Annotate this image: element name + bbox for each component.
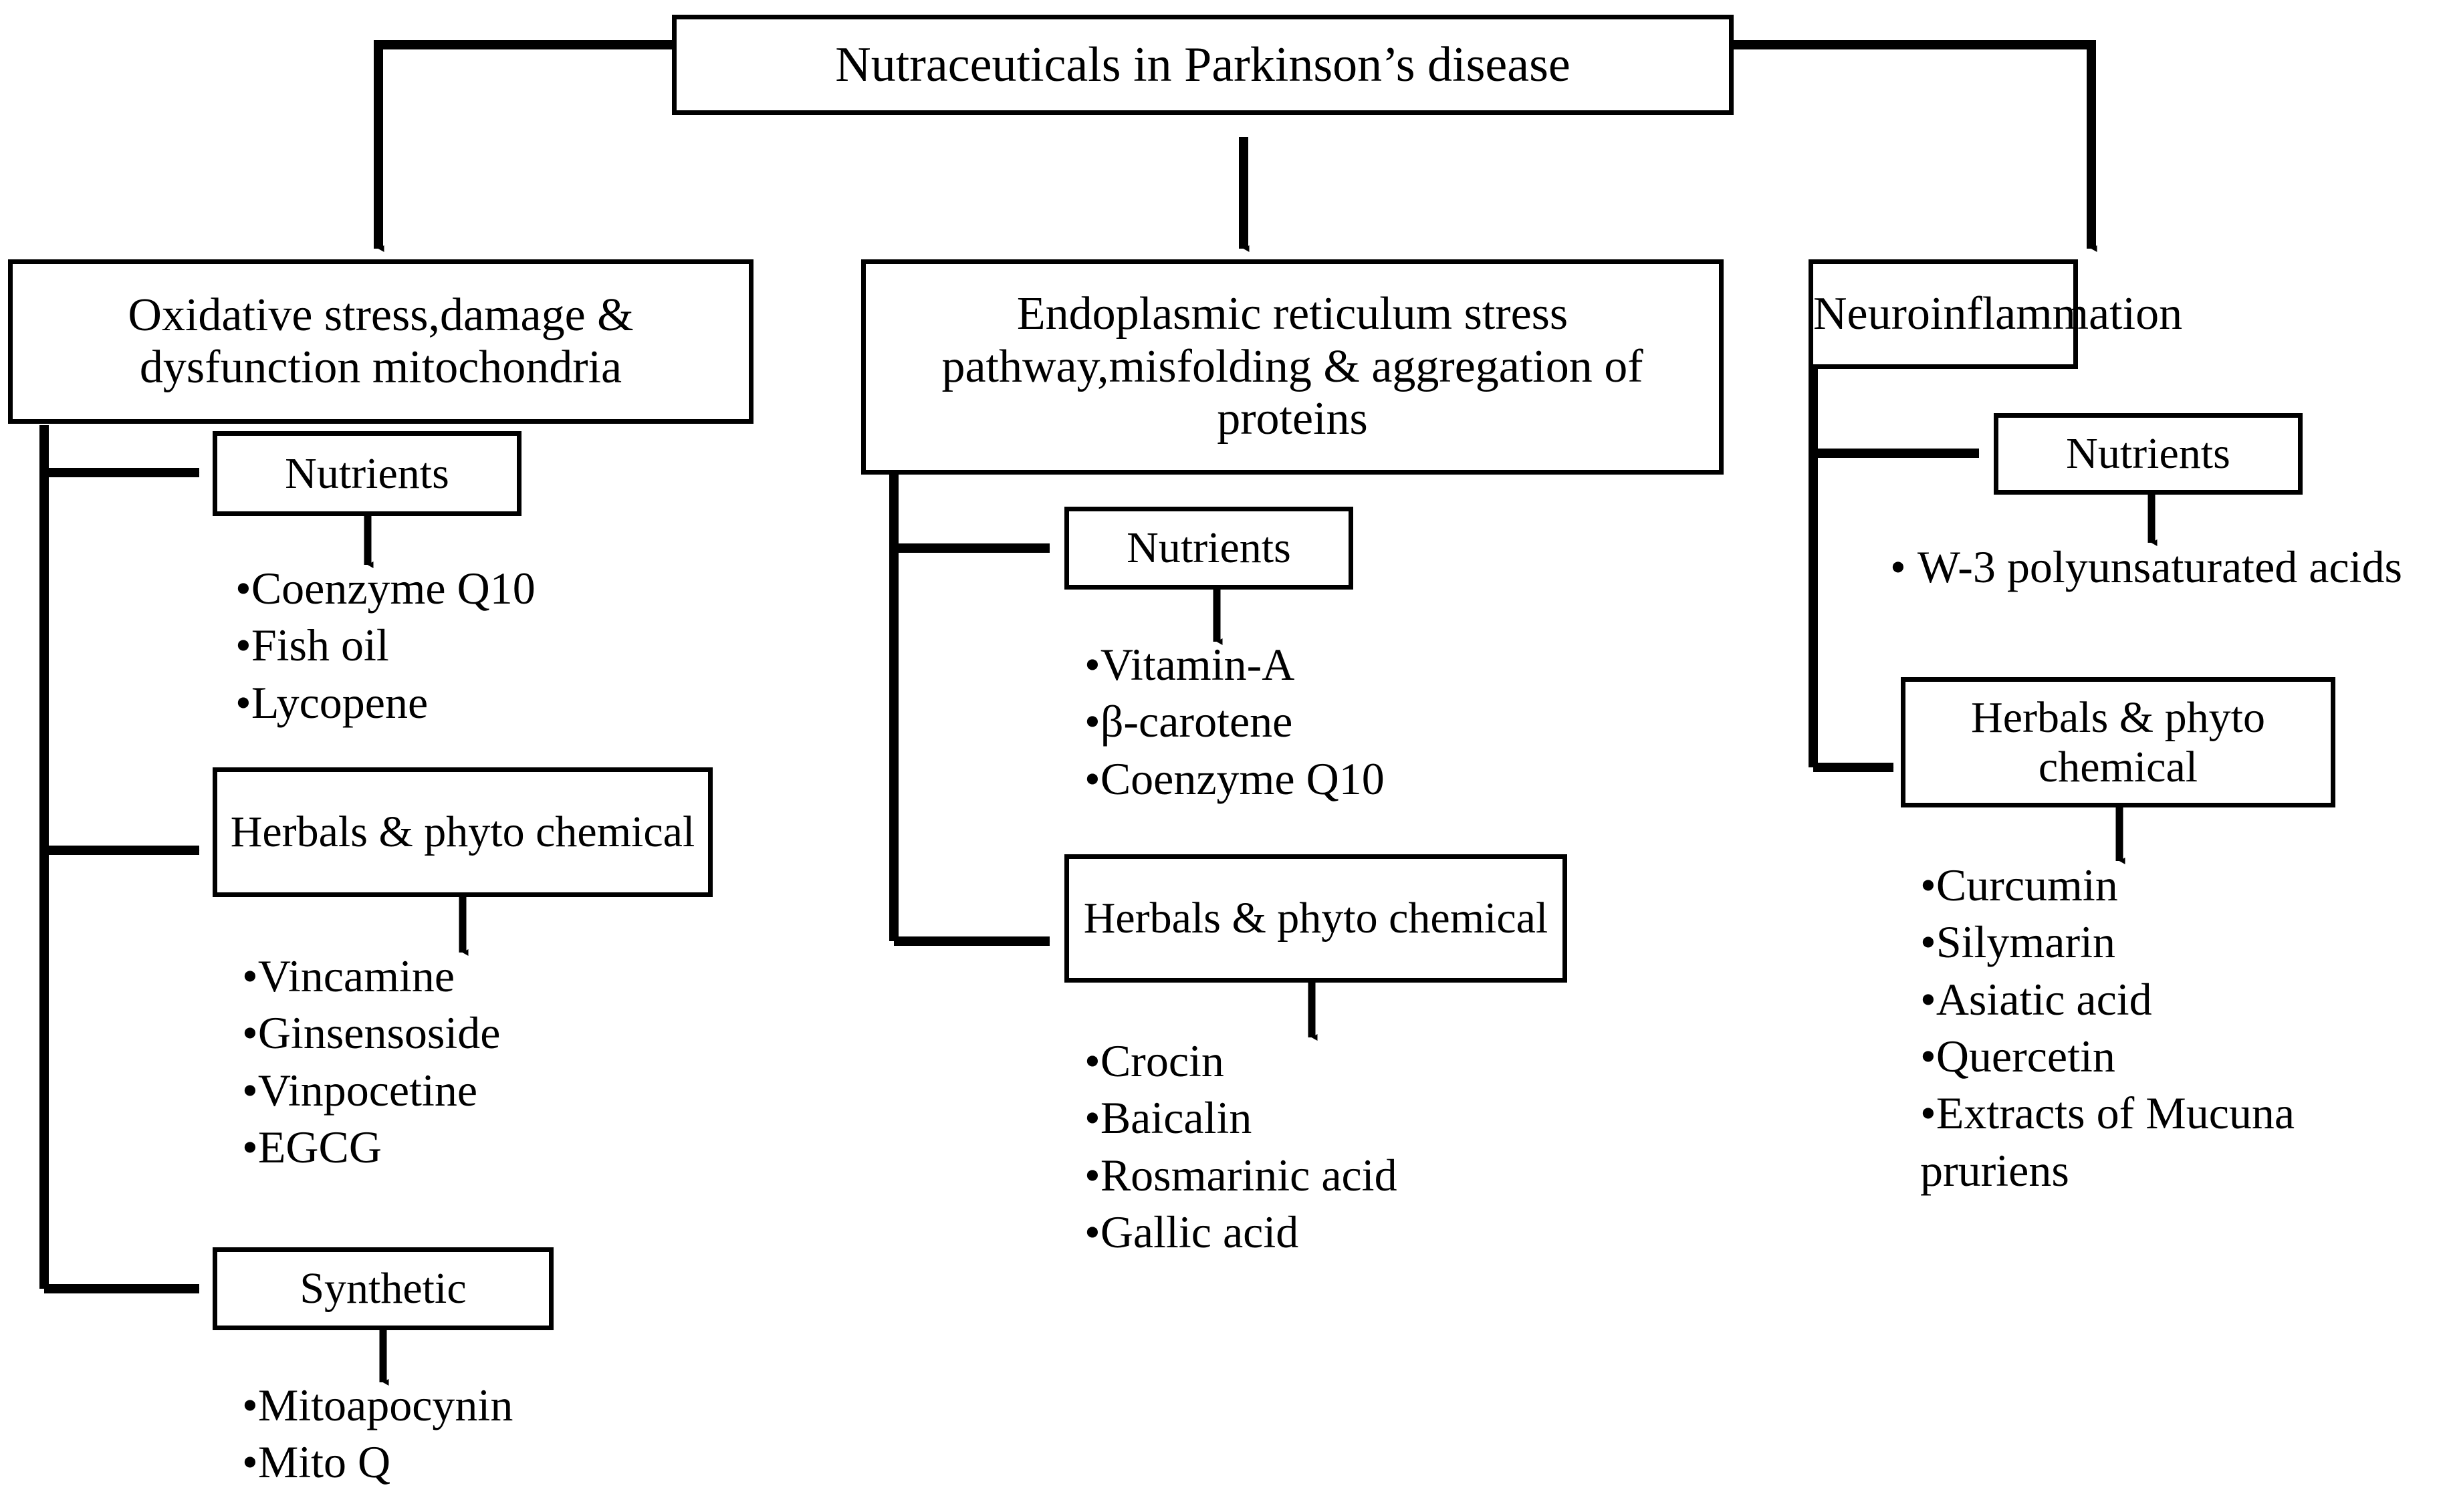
bullet-icon: • bbox=[1084, 753, 1100, 804]
group-label-oxidative-herbals: Herbals & phyto chemical bbox=[230, 807, 695, 857]
root-box-er-stress: Endoplasmic reticulum stress pathway,mis… bbox=[861, 259, 1724, 475]
bullet-icon: • bbox=[242, 1064, 258, 1116]
group-label-oxidative-nutrients: Nutrients bbox=[285, 449, 449, 498]
list-item: •Lycopene bbox=[235, 676, 429, 728]
item-list-oxidative-nutrients: •Coenzyme Q10 •Fish oil •Lycopene bbox=[235, 560, 536, 731]
root-box-neuroinflammation: Neuroinflammation bbox=[1809, 259, 2183, 369]
group-box-neuro-herbals: Herbals & phyto chemical bbox=[1901, 677, 2335, 807]
bullet-icon: • bbox=[1920, 1030, 1936, 1082]
bullet-icon: • bbox=[1890, 541, 1918, 592]
item-list-er-nutrients: •Vitamin-A •β-carotene •Coenzyme Q10 bbox=[1084, 636, 1385, 807]
list-item: • W-3 polyunsaturated acids bbox=[1890, 541, 2402, 592]
group-label-er-herbals: Herbals & phyto chemical bbox=[1083, 894, 1548, 943]
group-label-er-nutrients: Nutrients bbox=[1127, 523, 1291, 573]
list-item: •Coenzyme Q10 bbox=[1084, 753, 1385, 804]
list-item: •β-carotene bbox=[1084, 696, 1293, 747]
bullet-icon: • bbox=[242, 1380, 258, 1430]
list-item: •Vincamine bbox=[242, 951, 455, 1001]
bullet-icon: • bbox=[235, 676, 251, 728]
bullet-icon: • bbox=[235, 563, 251, 614]
list-item: •Mitoapocynin bbox=[242, 1380, 513, 1430]
bullet-icon: • bbox=[1920, 916, 1936, 968]
bullet-icon: • bbox=[242, 1121, 258, 1172]
bullet-icon: • bbox=[242, 951, 258, 1001]
bullet-icon: • bbox=[1920, 1088, 1936, 1139]
list-item: •Vinpocetine bbox=[242, 1064, 478, 1116]
list-item: •Gallic acid bbox=[1084, 1206, 1299, 1257]
bullet-icon: • bbox=[1084, 639, 1100, 690]
item-list-oxidative-herbals: •Vincamine •Ginsensoside •Vinpocetine •E… bbox=[242, 948, 500, 1176]
list-item: •Curcumin bbox=[1920, 860, 2118, 910]
group-label-oxidative-synthetic: Synthetic bbox=[300, 1264, 467, 1313]
item-list-neuro-nutrients: • W-3 polyunsaturated acids bbox=[1859, 539, 2434, 596]
bullet-icon: • bbox=[242, 1007, 258, 1059]
group-label-neuro-herbals: Herbals & phyto chemical bbox=[1971, 692, 2265, 791]
bullet-icon: • bbox=[235, 620, 251, 671]
group-box-oxidative-nutrients: Nutrients bbox=[213, 431, 521, 516]
group-box-oxidative-synthetic: Synthetic bbox=[213, 1247, 554, 1330]
bullet-icon: • bbox=[1920, 860, 1936, 910]
title-label: Nutraceuticals in Parkinson’s disease bbox=[835, 37, 1571, 92]
group-box-oxidative-herbals: Herbals & phyto chemical bbox=[213, 767, 713, 897]
list-item: •Quercetin bbox=[1920, 1030, 2115, 1082]
list-item: •Asiatic acid bbox=[1920, 973, 2152, 1025]
item-list-neuro-herbals: •Curcumin •Silymarin •Asiatic acid •Quer… bbox=[1920, 857, 2402, 1199]
group-box-neuro-nutrients: Nutrients bbox=[1994, 413, 2303, 495]
list-item: •Rosmarinic acid bbox=[1084, 1149, 1397, 1201]
list-item: •Silymarin bbox=[1920, 916, 2116, 968]
bullet-icon: • bbox=[242, 1436, 258, 1488]
root-label-er-stress: Endoplasmic reticulum stress pathway,mis… bbox=[941, 288, 1643, 445]
list-item: •Crocin bbox=[1084, 1035, 1224, 1086]
bullet-icon: • bbox=[1084, 696, 1100, 747]
list-item: •Fish oil bbox=[235, 620, 389, 671]
title-box: Nutraceuticals in Parkinson’s disease bbox=[672, 15, 1734, 115]
list-item: •Coenzyme Q10 bbox=[235, 563, 536, 614]
bullet-icon: • bbox=[1084, 1035, 1100, 1086]
root-label-oxidative: Oxidative stress,damage & dysfunction mi… bbox=[128, 289, 634, 393]
group-label-neuro-nutrients: Nutrients bbox=[2066, 429, 2230, 479]
group-box-er-nutrients: Nutrients bbox=[1064, 507, 1353, 590]
wire-title-to-oxidative bbox=[374, 40, 675, 252]
list-item: •Vitamin-A bbox=[1084, 639, 1295, 690]
root-box-oxidative: Oxidative stress,damage & dysfunction mi… bbox=[8, 259, 753, 424]
list-item: •EGCG bbox=[242, 1121, 382, 1172]
bullet-icon: • bbox=[1084, 1206, 1100, 1257]
list-item: •Ginsensoside bbox=[242, 1007, 501, 1059]
item-list-er-herbals: •Crocin •Baicalin •Rosmarinic acid •Gall… bbox=[1084, 1033, 1397, 1261]
bullet-icon: • bbox=[1920, 973, 1936, 1025]
group-box-er-herbals: Herbals & phyto chemical bbox=[1064, 854, 1567, 983]
list-item: •Mito Q bbox=[242, 1436, 391, 1488]
wire-title-to-neuroinflammation bbox=[1730, 40, 2097, 252]
list-item: •Extracts of Mucuna pruriens bbox=[1920, 1088, 2295, 1196]
root-label-neuroinflammation: Neuroinflammation bbox=[1813, 287, 2183, 340]
bullet-icon: • bbox=[1084, 1092, 1100, 1144]
item-list-oxidative-synthetic: •Mitoapocynin •Mito Q bbox=[242, 1377, 513, 1491]
bullet-icon: • bbox=[1084, 1149, 1100, 1201]
list-item: •Baicalin bbox=[1084, 1092, 1252, 1144]
